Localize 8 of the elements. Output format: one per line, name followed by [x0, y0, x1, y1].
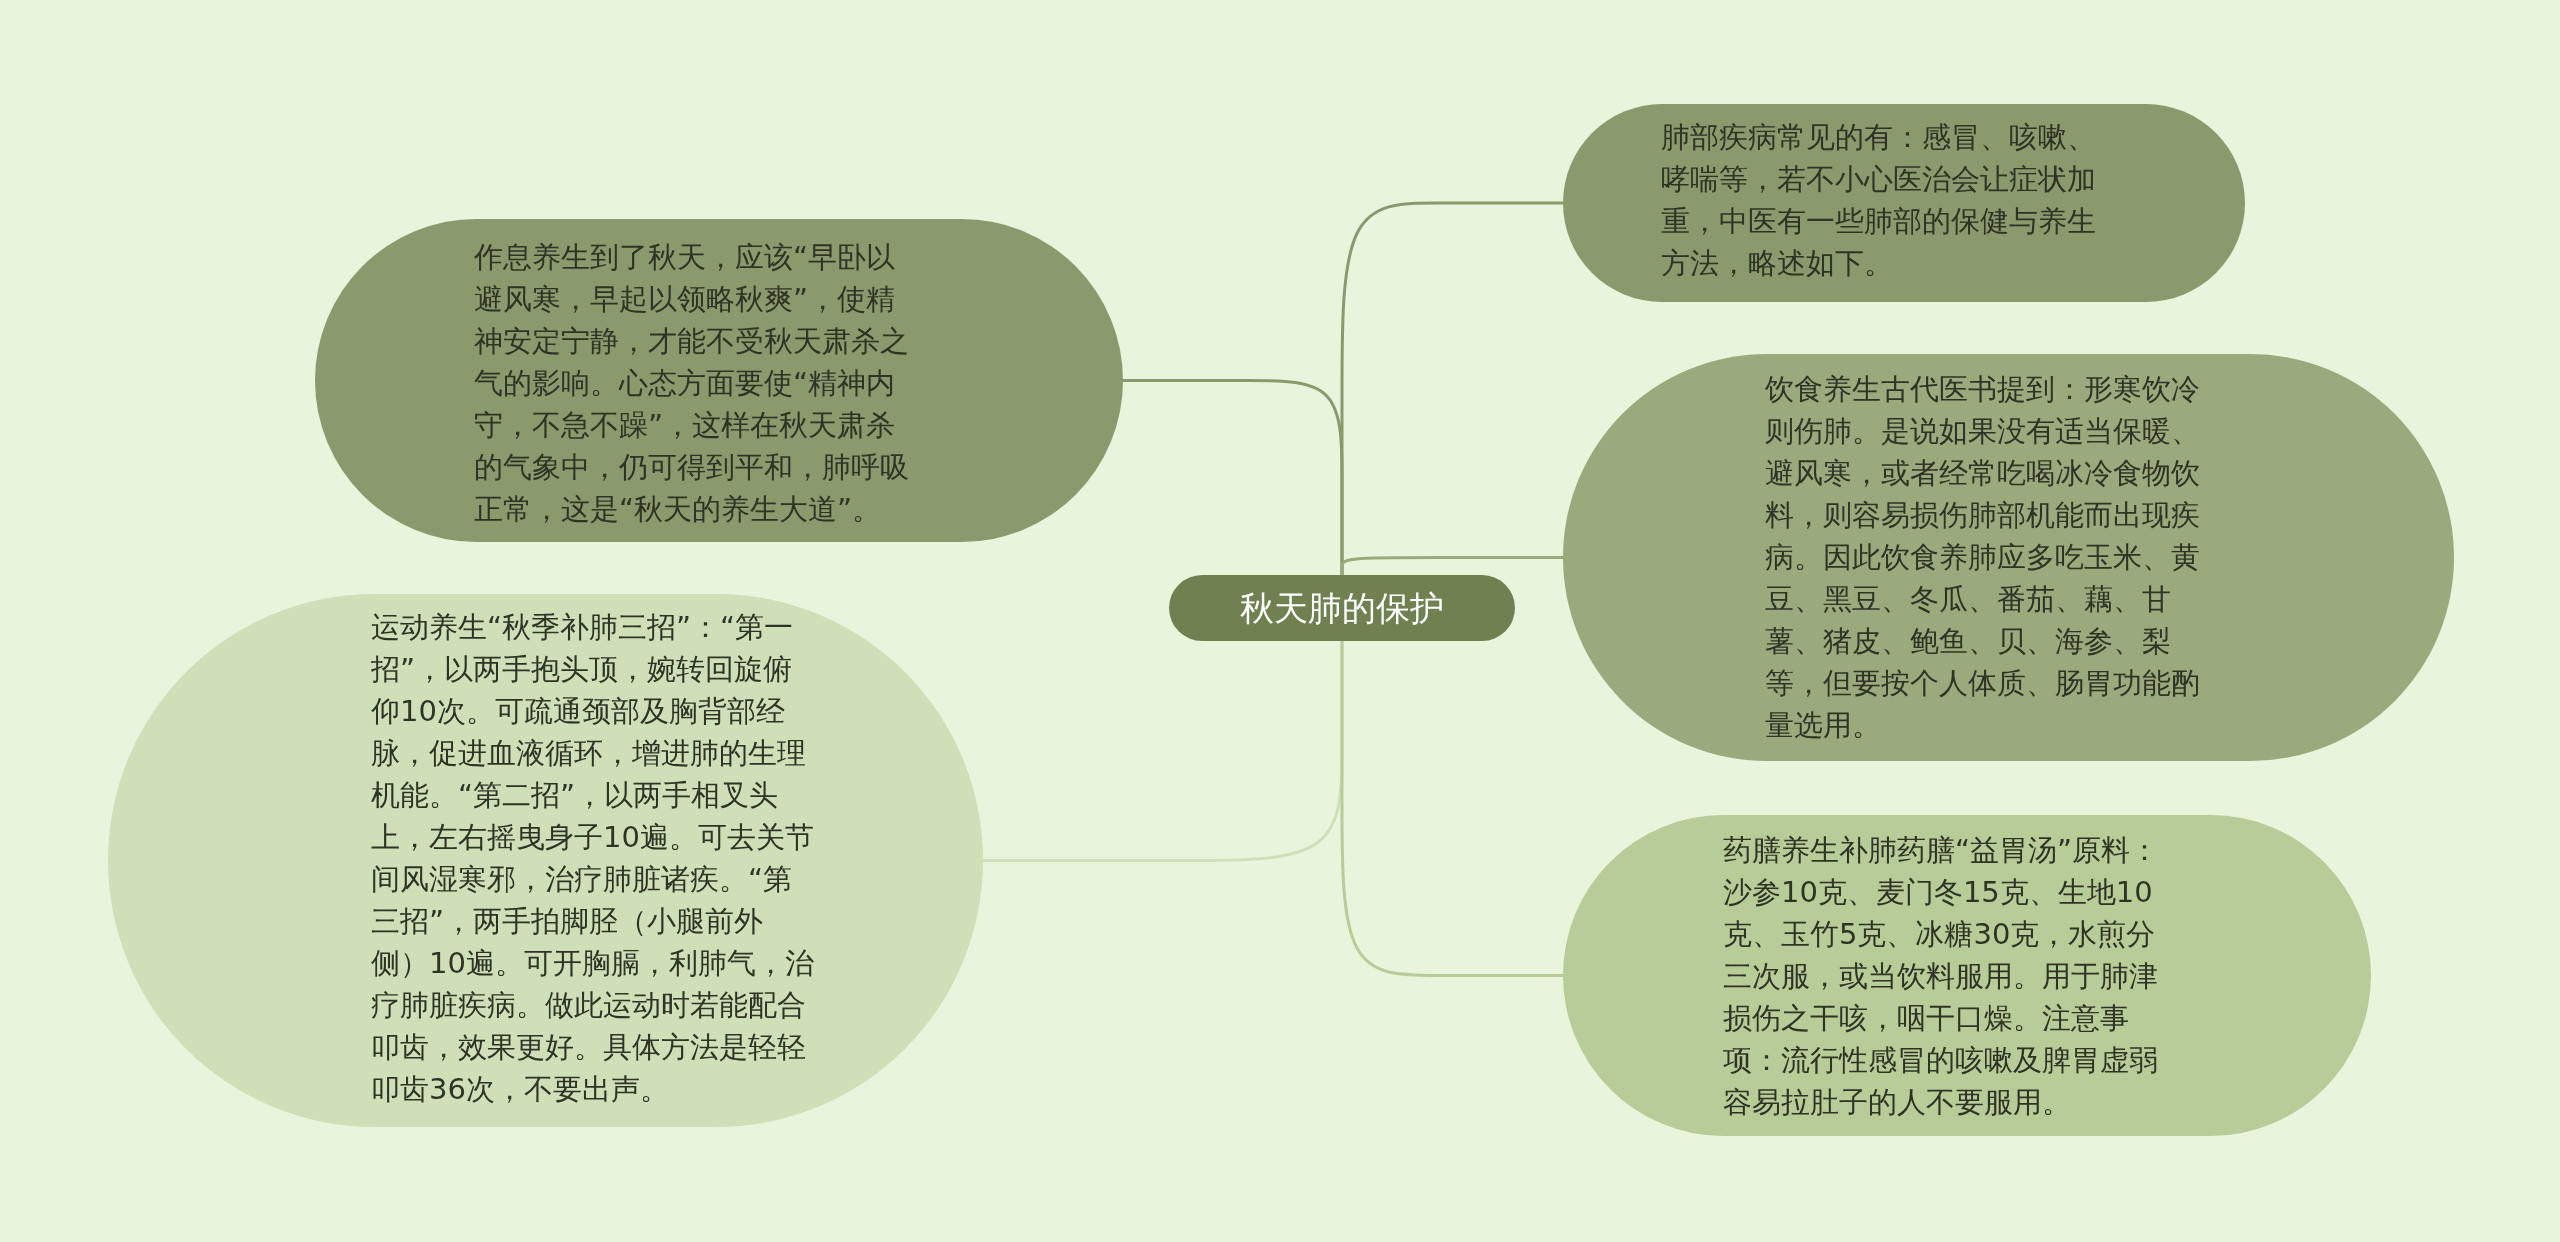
topic-text: 药膳养生补肺药膳“益胃汤”原料：沙参10克、麦门冬15克、生地10克、玉竹5克、冰糖30克，水煎分三次服，或当饮料服用。用于肺津损伤之干咳，咽干口燥。注意事项：流行性感冒的咳嗽及脾胃虚弱容易拉肚子的人不要服用。: [1723, 832, 2161, 1121]
topic-text: 运动养生“秋季补肺三招”：“第一招”，以两手抱头顶，婉转回旋俯仰10次。可疏通颈部及胸背部经脉，促进血液循环，增进肺的生理机能。“第二招”，以两手相叉头上，左右摇曳身子10遍。可去关节间风湿寒邪，治疗肺脏诸疾。“第三招”，两手拍脚胫（小腿前外侧）10遍。可开胸膈，利肺气，治疗肺脏疾病。做此运动时若能配合叩齿，效果更好。具体方法是轻轻叩齿36次，不要出声。: [371, 609, 815, 1108]
central-topic-text: 秋天肺的保护: [1239, 587, 1445, 630]
connector-line: [1340, 556, 1563, 576]
topic-text: 作息养生到了秋天，应该“早卧以避风寒，早起以领略秋爽”，使精神安定宁静，才能不受秋天肃杀之气的影响。心态方面要使“精神内守，不急不躁”，这样在秋天肃杀的气象中，仍可得到平和，肺呼吸正常，这是“秋天的养生大道”。: [474, 239, 910, 528]
topic-text: 肺部疾病常见的有：感冒、咳嗽、哮喘等，若不小心医治会让症状加重，中医有一些肺部的保健与养生方法，略述如下。: [1661, 119, 2097, 282]
topic-text: 饮食养生古代医书提到：形寒饮冷则伤肺。是说如果没有适当保暖、避风寒，或者经常吃喝冰冷食物饮料，则容易损伤肺部机能而出现疾病。因此饮食养肺应多吃玉米、黄豆、黑豆、冬瓜、番茄、藕、甘薯、猪皮、鲍鱼、贝、海参、梨等，但要按个人体质、肠胃功能酌量选用。: [1765, 371, 2201, 744]
connector-line: [1340, 641, 1563, 977]
